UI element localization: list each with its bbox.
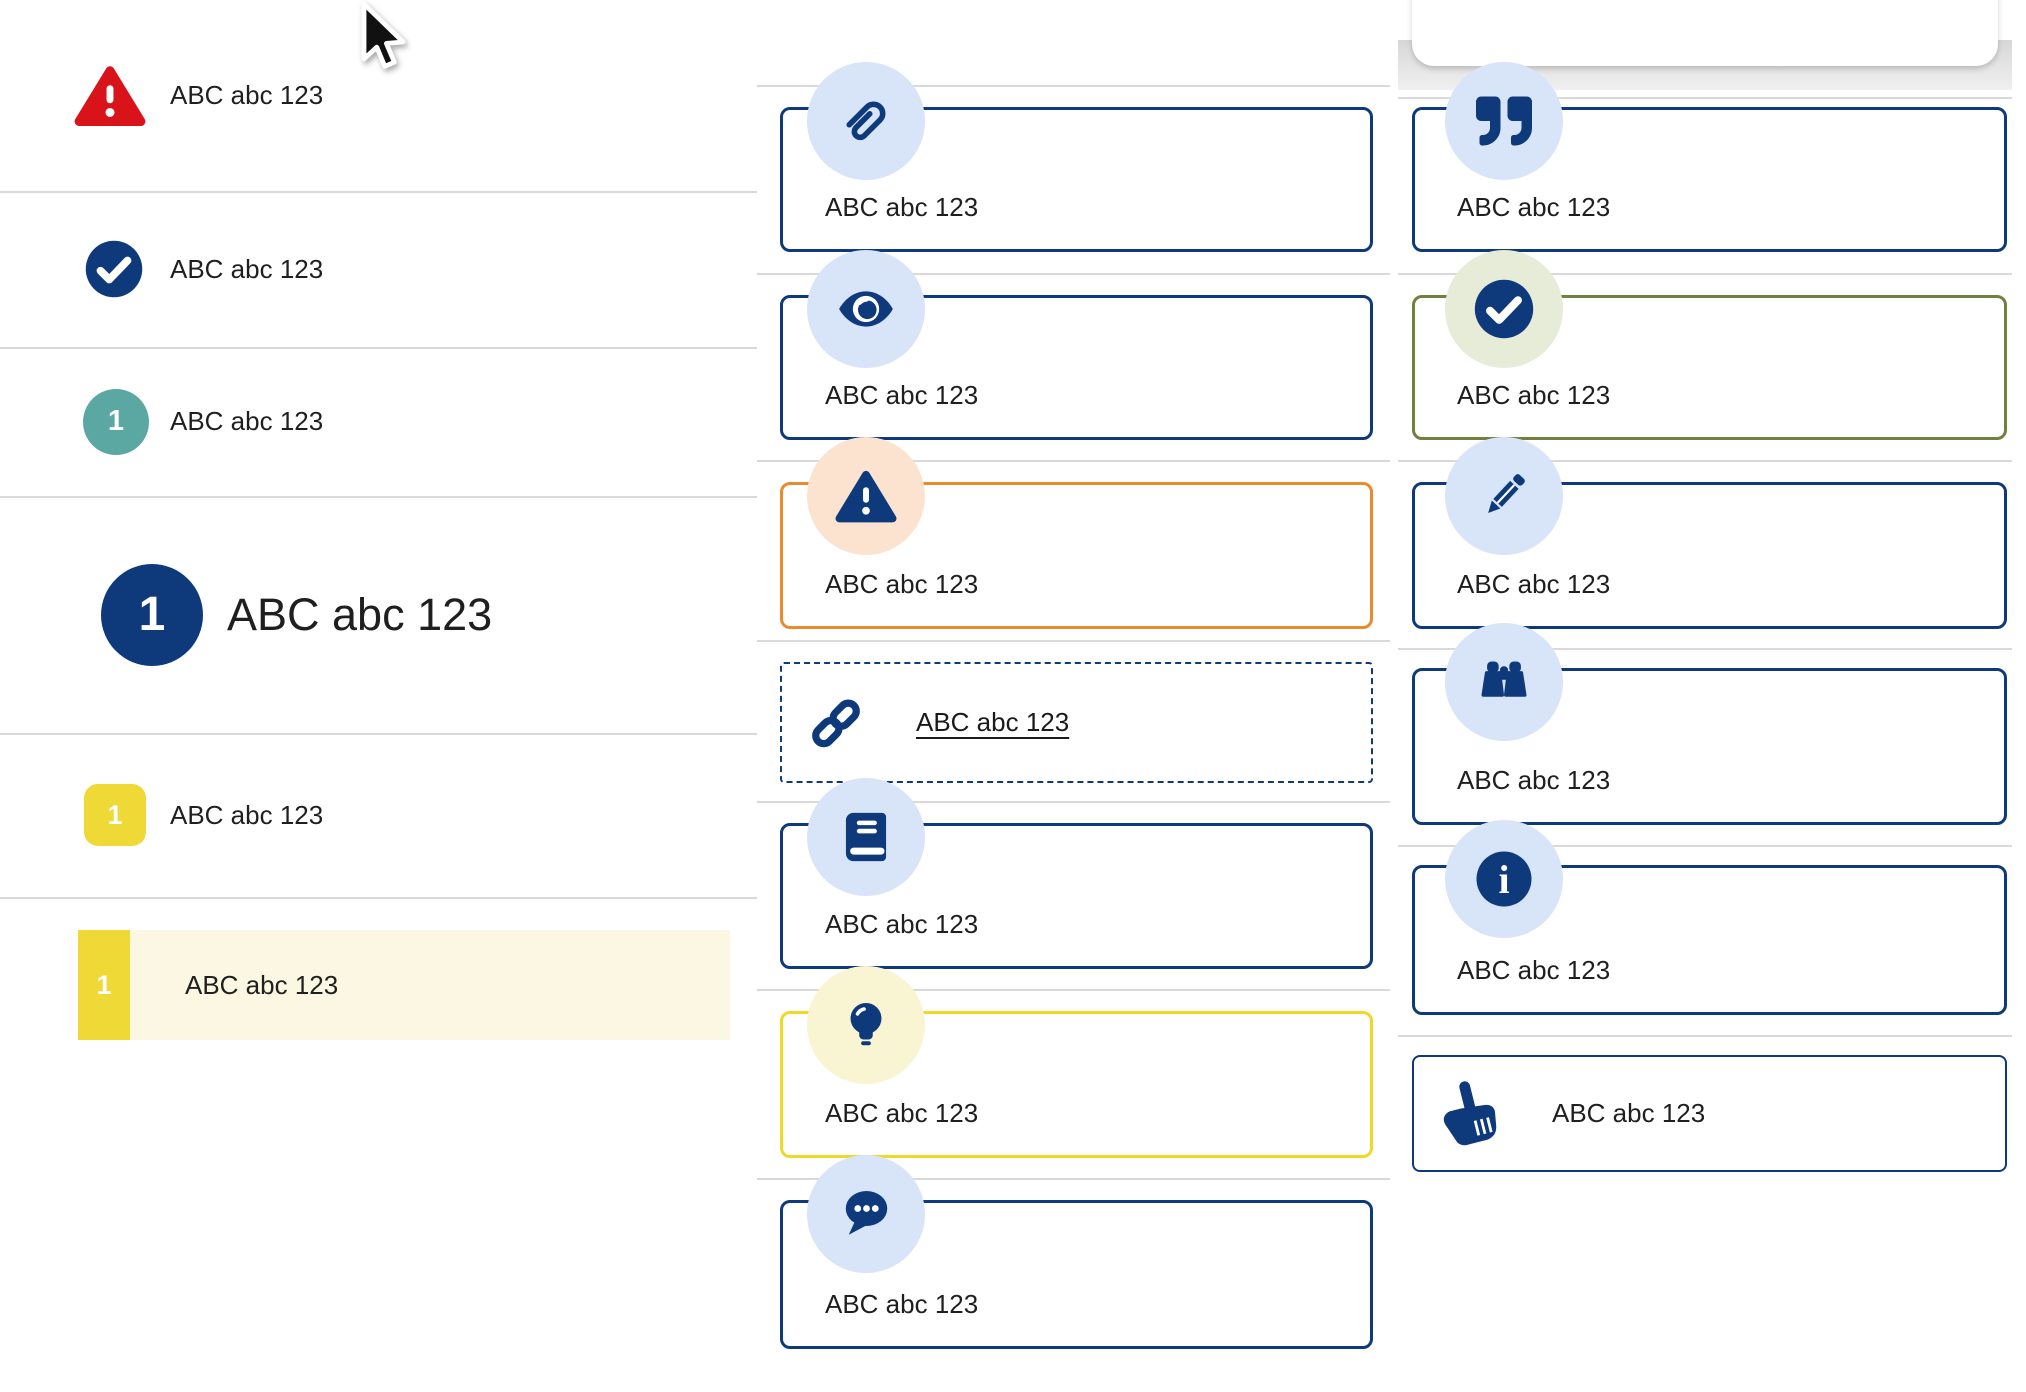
check-icon-badge xyxy=(1445,250,1563,368)
binoculars-icon xyxy=(1481,661,1527,697)
callout-label: ABC abc 123 xyxy=(825,380,979,410)
divider xyxy=(1398,1035,2012,1037)
warning-icon-badge xyxy=(807,437,925,555)
warning-triangle-icon xyxy=(835,470,897,522)
divider xyxy=(757,989,1390,991)
list-item-check[interactable]: ABC abc 123 xyxy=(0,191,757,347)
list-item-teal-number[interactable]: 1 ABC abc 123 xyxy=(0,347,757,496)
hand-pointer-icon xyxy=(1443,1080,1497,1145)
list-item-navy-number-large[interactable]: 1 ABC abc 123 xyxy=(0,496,757,733)
list-item-label: ABC abc 123 xyxy=(170,406,324,436)
svg-text:i: i xyxy=(1498,857,1509,902)
callout-label: ABC abc 123 xyxy=(825,192,979,222)
list-item-label: ABC abc 123 xyxy=(170,80,324,110)
divider xyxy=(757,85,1390,87)
alert-triangle-icon xyxy=(74,65,146,126)
callout-hyperlink[interactable]: ABC abc 123 xyxy=(916,707,1070,737)
callout-label: ABC abc 123 xyxy=(1457,765,1611,795)
teal-number-badge: 1 xyxy=(83,388,149,455)
binoculars-icon-badge xyxy=(1445,623,1563,741)
callout-label: ABC abc 123 xyxy=(825,1098,979,1128)
navy-number-badge-large: 1 xyxy=(101,563,203,666)
list-item-label: ABC abc 123 xyxy=(170,253,324,284)
divider xyxy=(1398,648,2012,650)
badge-number: 1 xyxy=(107,799,123,830)
yellow-number-badge: 1 xyxy=(78,930,130,1040)
callout-label: ABC abc 123 xyxy=(1457,192,1611,222)
check-circle-icon xyxy=(1474,279,1534,339)
book-icon-badge xyxy=(807,778,925,896)
lightbulb-icon xyxy=(850,1003,882,1046)
divider xyxy=(1398,97,2012,99)
callout-link: ABC abc 123 xyxy=(780,662,1373,783)
callout-label: ABC abc 123 xyxy=(825,909,979,939)
check-circle-icon xyxy=(85,240,143,298)
eye-icon xyxy=(839,291,893,327)
divider xyxy=(0,496,757,498)
link-icon xyxy=(812,699,860,747)
list-item-yellow-number[interactable]: 1 ABC abc 123 xyxy=(0,733,757,897)
list-item-label: ABC abc 123 xyxy=(227,588,493,640)
callout-label: ABC abc 123 xyxy=(1457,569,1611,599)
scrolled-card-bottom xyxy=(1412,0,1998,66)
quote-icon-badge xyxy=(1445,62,1563,180)
chat-bubble-icon xyxy=(845,1191,888,1235)
divider xyxy=(0,897,757,899)
list-item-alert[interactable]: ABC abc 123 xyxy=(0,0,757,191)
divider xyxy=(757,801,1390,803)
callout-label: ABC abc 123 xyxy=(825,1289,979,1319)
list-item-highlighted[interactable]: 1 ABC abc 123 xyxy=(78,930,730,1040)
list-item-label: ABC abc 123 xyxy=(185,969,339,1000)
divider xyxy=(757,273,1390,275)
eye-icon-badge xyxy=(807,250,925,368)
info-icon: i xyxy=(1476,851,1532,907)
badge-number: 1 xyxy=(107,405,125,437)
callout-label: ABC abc 123 xyxy=(1457,955,1611,985)
quote-icon xyxy=(1476,96,1532,146)
divider xyxy=(757,640,1390,642)
chat-icon-badge xyxy=(807,1155,925,1273)
callout-label: ABC abc 123 xyxy=(1457,380,1611,410)
divider xyxy=(1398,460,2012,462)
list-item-label: ABC abc 123 xyxy=(170,799,324,830)
divider xyxy=(0,191,757,193)
cursor-arrow-icon xyxy=(361,1,406,69)
pencil-icon xyxy=(1488,474,1525,513)
paperclip-icon-badge xyxy=(807,62,925,180)
lightbulb-icon-badge xyxy=(807,966,925,1084)
badge-number: 1 xyxy=(138,588,166,641)
mouse-cursor xyxy=(358,0,406,77)
divider xyxy=(757,460,1390,462)
divider xyxy=(0,347,757,349)
callout-label: ABC abc 123 xyxy=(1552,1098,1706,1128)
divider xyxy=(0,733,757,735)
callout-label: ABC abc 123 xyxy=(825,569,979,599)
paperclip-icon xyxy=(846,101,886,141)
badge-number: 1 xyxy=(96,969,112,1000)
divider xyxy=(1398,845,2012,847)
book-icon xyxy=(845,812,887,862)
highlight-background: ABC abc 123 xyxy=(130,930,730,1040)
info-icon-badge: i xyxy=(1445,820,1563,938)
callout-action: ABC abc 123 xyxy=(1412,1055,2007,1172)
yellow-number-badge: 1 xyxy=(84,784,146,846)
pencil-icon-badge xyxy=(1445,437,1563,555)
divider xyxy=(1398,273,2012,275)
divider xyxy=(757,1178,1390,1180)
